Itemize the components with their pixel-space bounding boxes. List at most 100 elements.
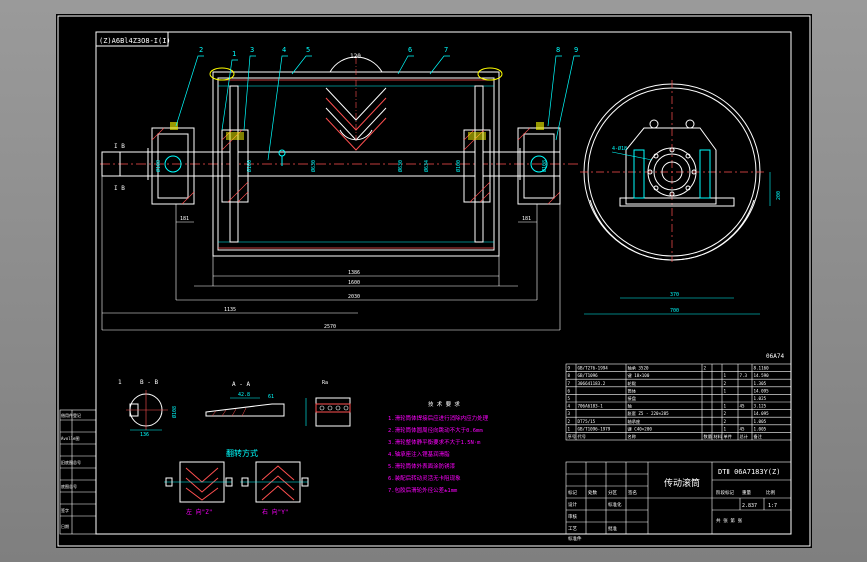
- note-line-6: 6.装配后转动灵活无卡阻现象: [388, 474, 461, 482]
- herringbone-groove: 120: [325, 53, 387, 151]
- side-height: 200: [776, 191, 782, 200]
- bom-cell: 1.025: [754, 396, 767, 401]
- bom-cell: 8.1160: [754, 366, 770, 371]
- section-a-title: A - A: [232, 381, 250, 388]
- balloon-6: 6: [408, 46, 412, 54]
- center-marker: [278, 149, 286, 166]
- drawing-sheet[interactable]: (Z)A6Bl4Z3O8-I(I): [56, 14, 812, 548]
- dim-1600: 1600: [348, 280, 360, 286]
- strip-label-2: 旧底图总号: [61, 459, 81, 465]
- bom-cell: 2: [568, 419, 571, 424]
- bom-cell: GB/T1096: [578, 373, 599, 378]
- bom-cell: 14.095: [754, 388, 770, 393]
- tb-label-standard: 标准化: [608, 501, 622, 508]
- bom-header-cell: 材料: [714, 433, 723, 440]
- section-b: B - B 1 136 Ø108: [118, 379, 178, 438]
- tb-label-approve: 批准: [608, 525, 617, 532]
- bom-cell: DT75/15: [578, 419, 596, 424]
- bom-header-cell: 数量: [704, 433, 712, 440]
- section-b-balloon: 1: [118, 379, 122, 386]
- section-a: A - A 42.8 61: [205, 381, 285, 417]
- shaft-label-top: I B: [114, 143, 125, 150]
- side-dim-370: 370: [670, 292, 679, 298]
- end-discs: [229, 85, 484, 243]
- bom-cell: 1.305: [754, 381, 767, 386]
- section-b-dim: Ø108: [171, 406, 178, 418]
- footer-label: 标准件: [568, 535, 582, 542]
- bom-cell: 7: [568, 381, 571, 386]
- tb-label-weight: 重量: [742, 489, 751, 496]
- bom-header-cell: 名称: [628, 433, 636, 440]
- bom-cell: GB/T1096-1979: [578, 426, 611, 431]
- strip-label-3: 底图总号: [61, 483, 77, 489]
- bom-cell: 1: [724, 426, 727, 431]
- dia-label-6: Ø100: [455, 160, 462, 172]
- bom-cell: 14.590: [754, 373, 770, 378]
- strip-label-1: 借用件登记: [61, 412, 81, 418]
- diameter-labels: Ø108 Ø100 Ø630 Ø630 Ø634 Ø100 Ø108: [155, 160, 548, 172]
- dia-label-5: Ø634: [423, 160, 430, 172]
- left-strip: [59, 409, 97, 535]
- dia-label-7: Ø108: [541, 160, 548, 172]
- tb-sheet-info: 共 张 第 张: [716, 517, 743, 524]
- tb-label-signature: 签名: [628, 489, 637, 496]
- bom-cell: 胀套 Z5 - 220×285: [628, 410, 670, 417]
- bom-cell: 3.125: [754, 404, 767, 409]
- dimension-values: 1386 1600 2030 1135 2570 181 181: [180, 216, 531, 330]
- bom-cell: 4: [568, 404, 571, 409]
- notes-title: 技 术 要 求: [428, 400, 460, 408]
- dim-181-left: 181: [180, 216, 189, 222]
- bom-cell: 1: [724, 404, 727, 409]
- bom-cell: 1.005: [754, 426, 767, 431]
- tb-label-process: 工艺: [568, 526, 577, 532]
- bom-ref: 06A74: [766, 353, 784, 360]
- bearing-housings: [151, 122, 561, 205]
- strip-label-5: 日期: [61, 523, 69, 529]
- drawing-canvas: (Z)A6Bl4Z3O8-I(I): [57, 15, 811, 547]
- dim-2570: 2570: [324, 324, 336, 330]
- balloon-8: 8: [556, 46, 560, 54]
- bom-header-cell: 总计: [740, 433, 748, 440]
- tb-label-count: 处数: [588, 489, 597, 496]
- tb-label-design: 设计: [568, 501, 577, 508]
- shaft-label-bottom: I B: [114, 185, 125, 192]
- drawing-name: 传动滚筒: [664, 477, 700, 489]
- bom-cell: 2: [704, 366, 707, 371]
- bom-cell: 轴承座: [628, 418, 641, 425]
- weld-marks: [209, 67, 503, 81]
- left-strip-text: 借用件登记 Avolle图 旧底图总号 底图总号 签字 日期: [61, 412, 81, 529]
- note-line-3: 3.滑轮整体静平衡要求不大于1.5N·m: [388, 438, 481, 446]
- dia-label-4: Ø630: [397, 160, 404, 172]
- side-dim-700: 700: [670, 308, 679, 314]
- bom-cell: 14.095: [754, 411, 770, 416]
- balloon-5: 5: [306, 46, 310, 54]
- balloon-2: 2: [199, 46, 203, 54]
- strip-label-4: 签字: [61, 507, 69, 513]
- tb-label-mark: 标记: [568, 489, 577, 496]
- bom-cell: 5: [568, 396, 571, 401]
- bom-cell: 706A6183-1: [578, 404, 604, 409]
- side-view: 4-Ø18 200 370 700: [580, 80, 782, 315]
- note-line-2: 2.滑轮筒体圆周径向跳动不大于0.6mm: [388, 426, 483, 434]
- balloon-1: 1: [232, 50, 236, 58]
- bom-cell: 45: [740, 404, 746, 409]
- bom-cell: 轮毂: [628, 380, 637, 387]
- bom-cell: 筒体: [628, 387, 637, 394]
- dimension-lines: [101, 176, 561, 331]
- bom-cell: 键 C40×200: [628, 425, 653, 432]
- bom-cell: 轴承 3520: [628, 365, 649, 372]
- title-block: [565, 461, 792, 535]
- note-line-5: 5.滑轮筒体外表面涂防锈漆: [388, 462, 456, 470]
- dia-label-2: Ø100: [246, 160, 253, 172]
- bom-cell: GB/T276-1994: [578, 366, 609, 371]
- bom-cell: 8: [568, 373, 571, 378]
- part-balloons: 2 1 3 4 5 6 7 8 9: [199, 46, 578, 58]
- title-block-text: 传动滚筒 DTⅡ 06A7183Y(Z) 2.837 1:7 设计 标准化 审核…: [568, 468, 780, 542]
- bom-cell: 7.3: [740, 373, 748, 378]
- dim-1386: 1386: [348, 270, 360, 276]
- bom-cell: 6: [568, 388, 571, 393]
- section-b-title: B - B: [140, 379, 158, 386]
- bom-cell: 1: [724, 388, 727, 393]
- hatch-title: 翻转方式: [226, 448, 258, 458]
